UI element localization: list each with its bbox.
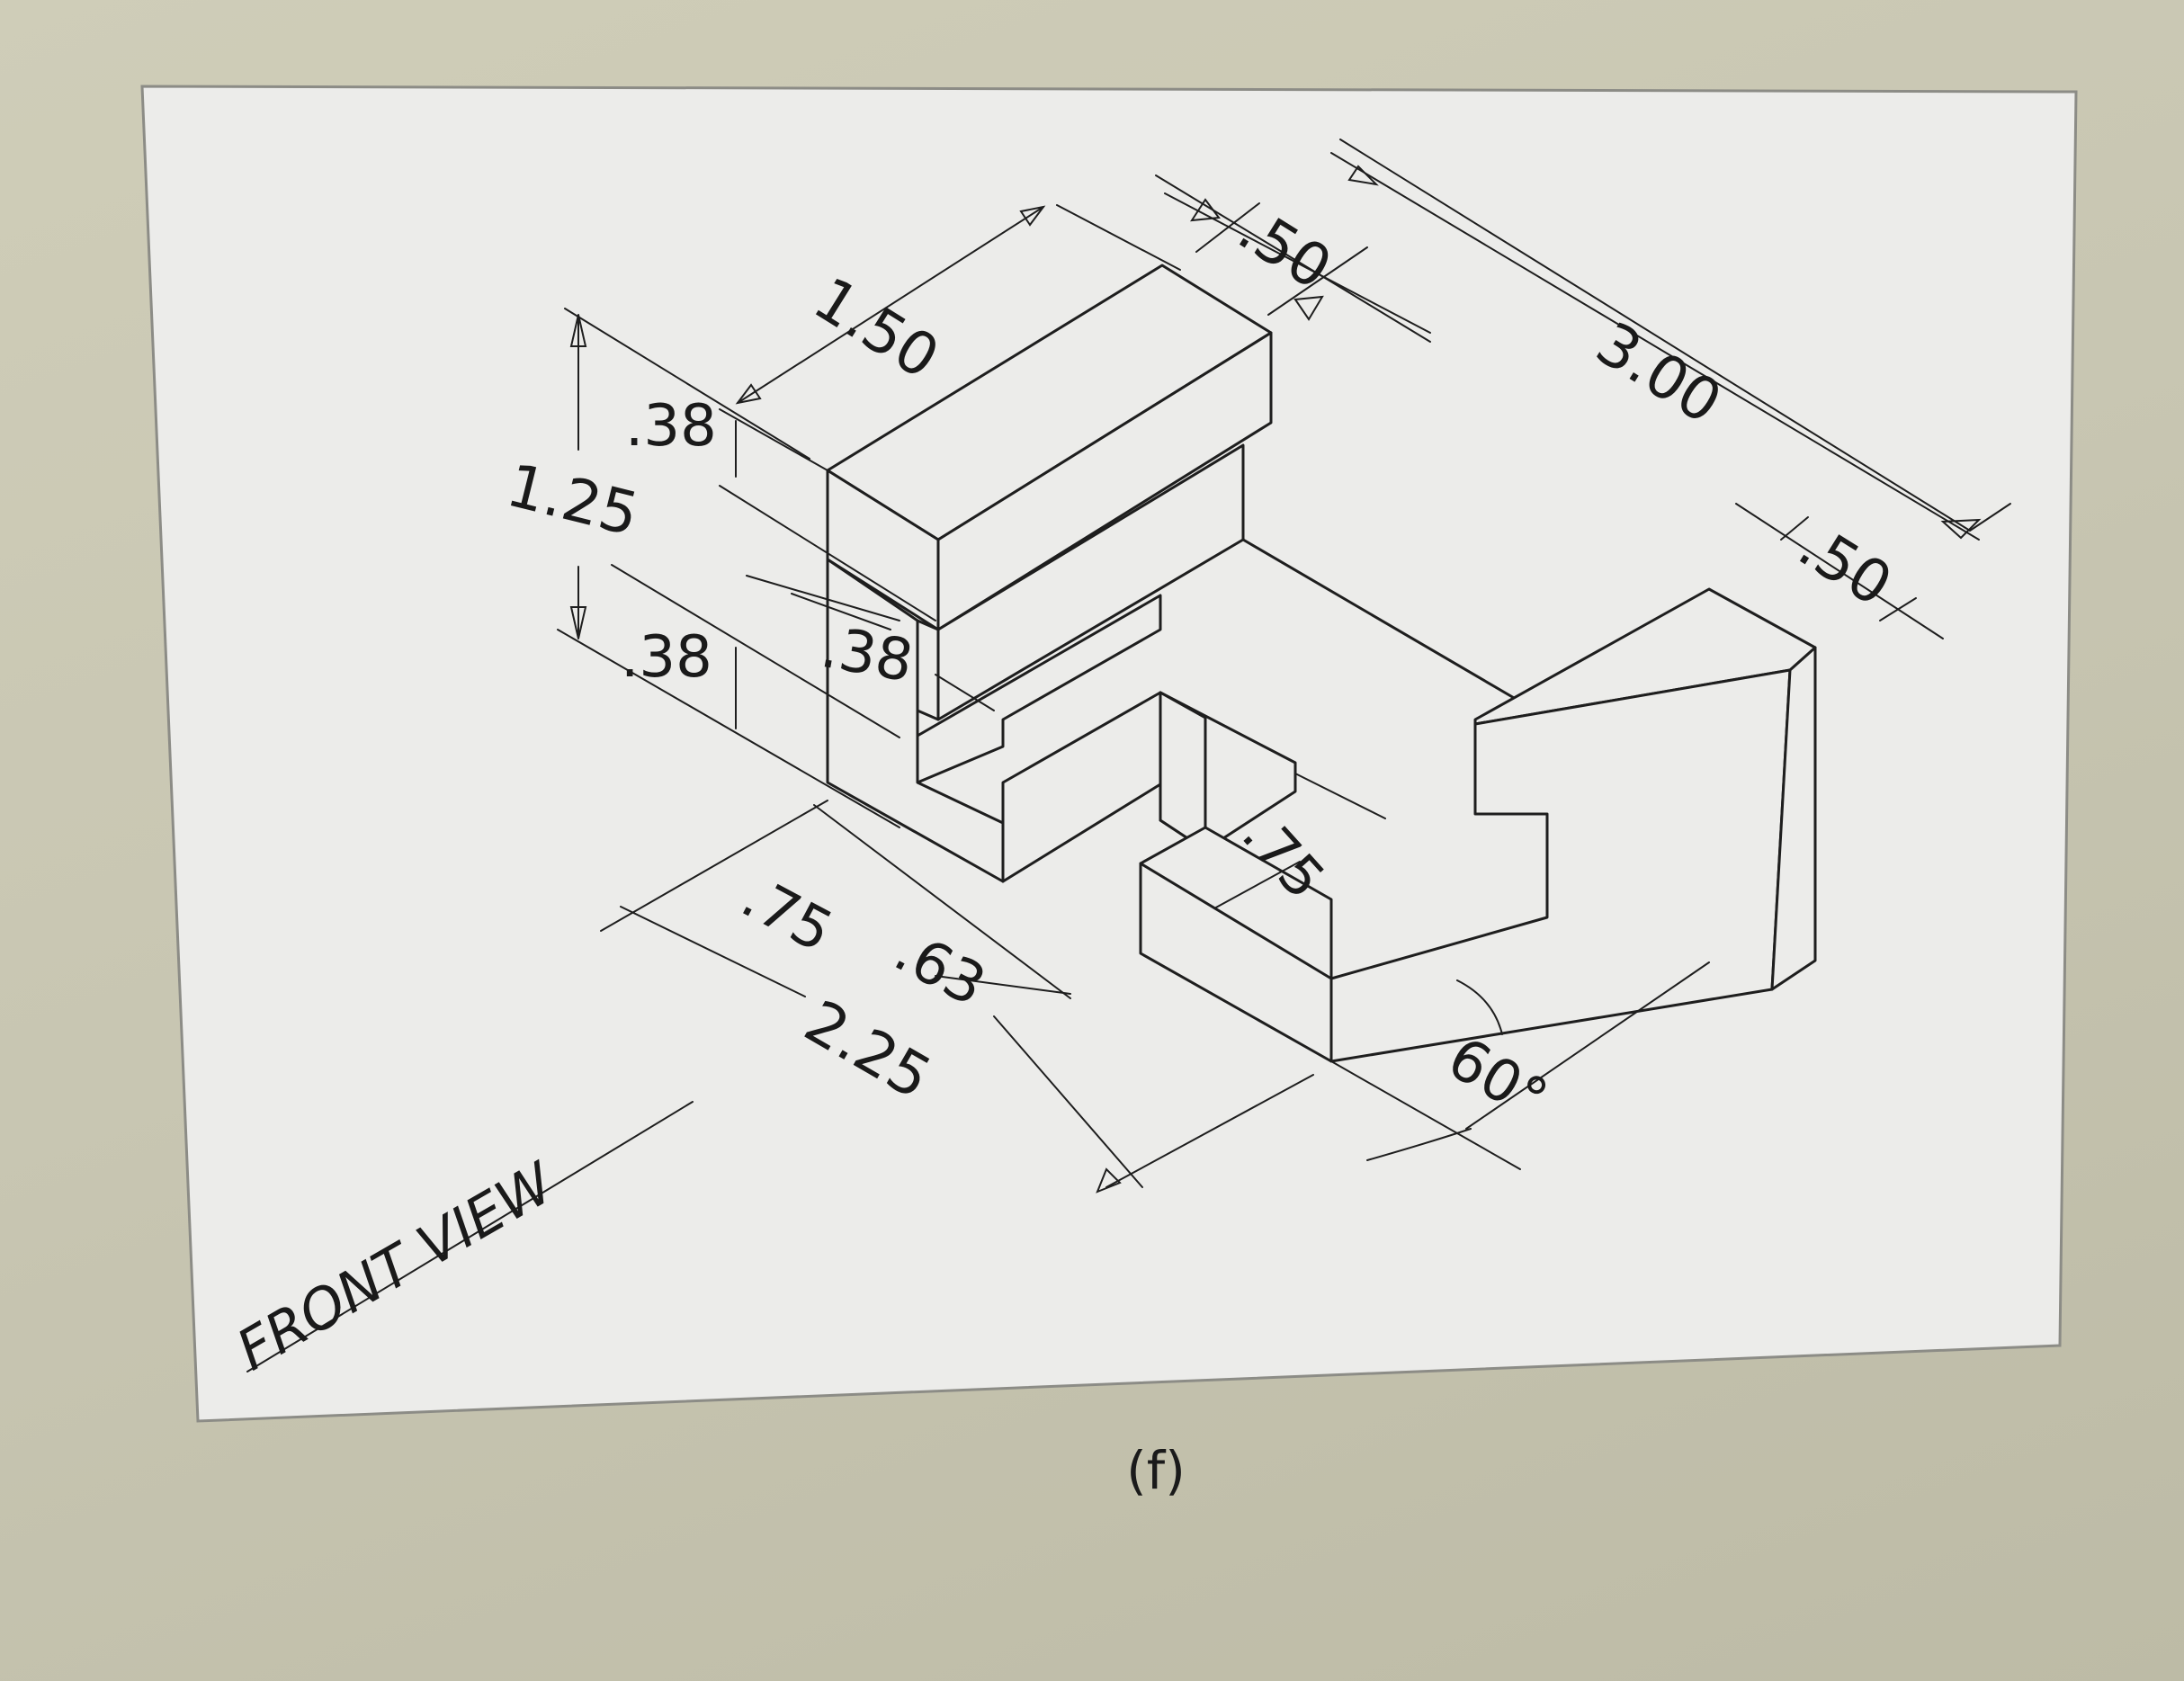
dim-0-38-bottom: .38	[621, 624, 712, 691]
dimension-lines	[557, 139, 2011, 1194]
right-block	[1329, 587, 1817, 1063]
slot-block	[1139, 691, 1333, 1063]
dim-0-38-top: .38	[625, 393, 717, 460]
object-back-edge	[1241, 538, 1522, 703]
figure-caption: (f)	[1126, 1440, 1186, 1501]
front-view-underline	[246, 1101, 694, 1373]
left-block	[826, 264, 1273, 883]
dim-0-38-mid: .38	[816, 614, 917, 696]
